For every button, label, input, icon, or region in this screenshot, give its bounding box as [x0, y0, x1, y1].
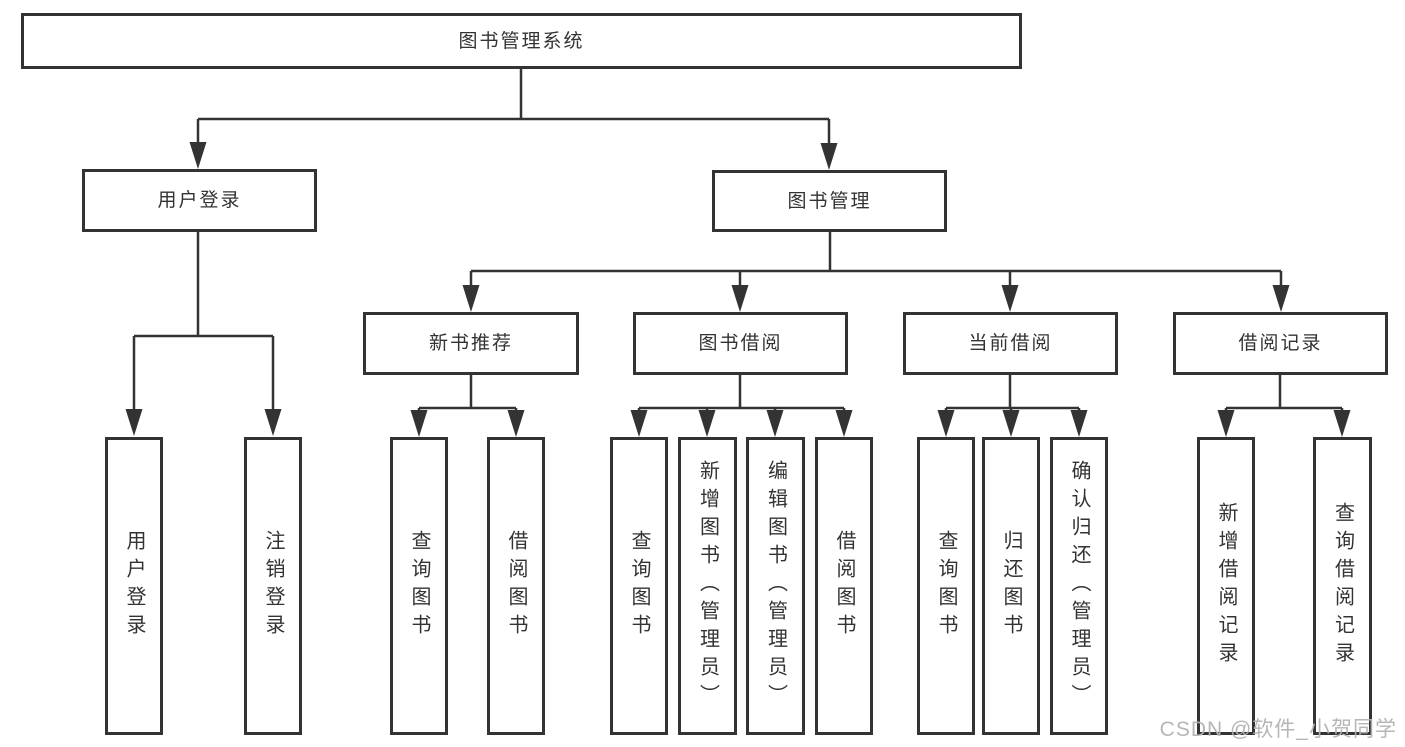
- leaf-add-borrow-record: 新增借阅记录: [1197, 437, 1255, 735]
- leaf-user-login: 用户登录: [105, 437, 163, 735]
- leaf-add-books-admin: 新增图书（管理员）: [678, 437, 737, 735]
- leaf-confirm-return-admin: 确认归还（管理员）: [1050, 437, 1108, 735]
- leaf-edit-books-admin: 编辑图书（管理员）: [746, 437, 805, 735]
- node-book-borrowing: 图书借阅: [633, 312, 848, 375]
- node-new-book-recommend: 新书推荐: [363, 312, 579, 375]
- node-library-system: 图书管理系统: [21, 13, 1022, 69]
- csdn-watermark: CSDN @软件_小贺同学: [1159, 718, 1397, 741]
- leaf-query-books-recommend: 查询图书: [390, 437, 448, 735]
- node-current-borrowing: 当前借阅: [903, 312, 1118, 375]
- leaf-borrow-books-recommend: 借阅图书: [487, 437, 545, 735]
- leaf-logout: 注销登录: [244, 437, 302, 735]
- node-book-management: 图书管理: [712, 170, 947, 232]
- leaf-borrow-books: 借阅图书: [815, 437, 873, 735]
- node-user-login: 用户登录: [82, 169, 317, 232]
- leaf-return-books: 归还图书: [982, 437, 1040, 735]
- leaf-query-books-borrowing: 查询图书: [610, 437, 668, 735]
- leaf-query-borrow-record: 查询借阅记录: [1313, 437, 1372, 735]
- node-borrowing-records: 借阅记录: [1173, 312, 1388, 375]
- leaf-query-books-current: 查询图书: [917, 437, 975, 735]
